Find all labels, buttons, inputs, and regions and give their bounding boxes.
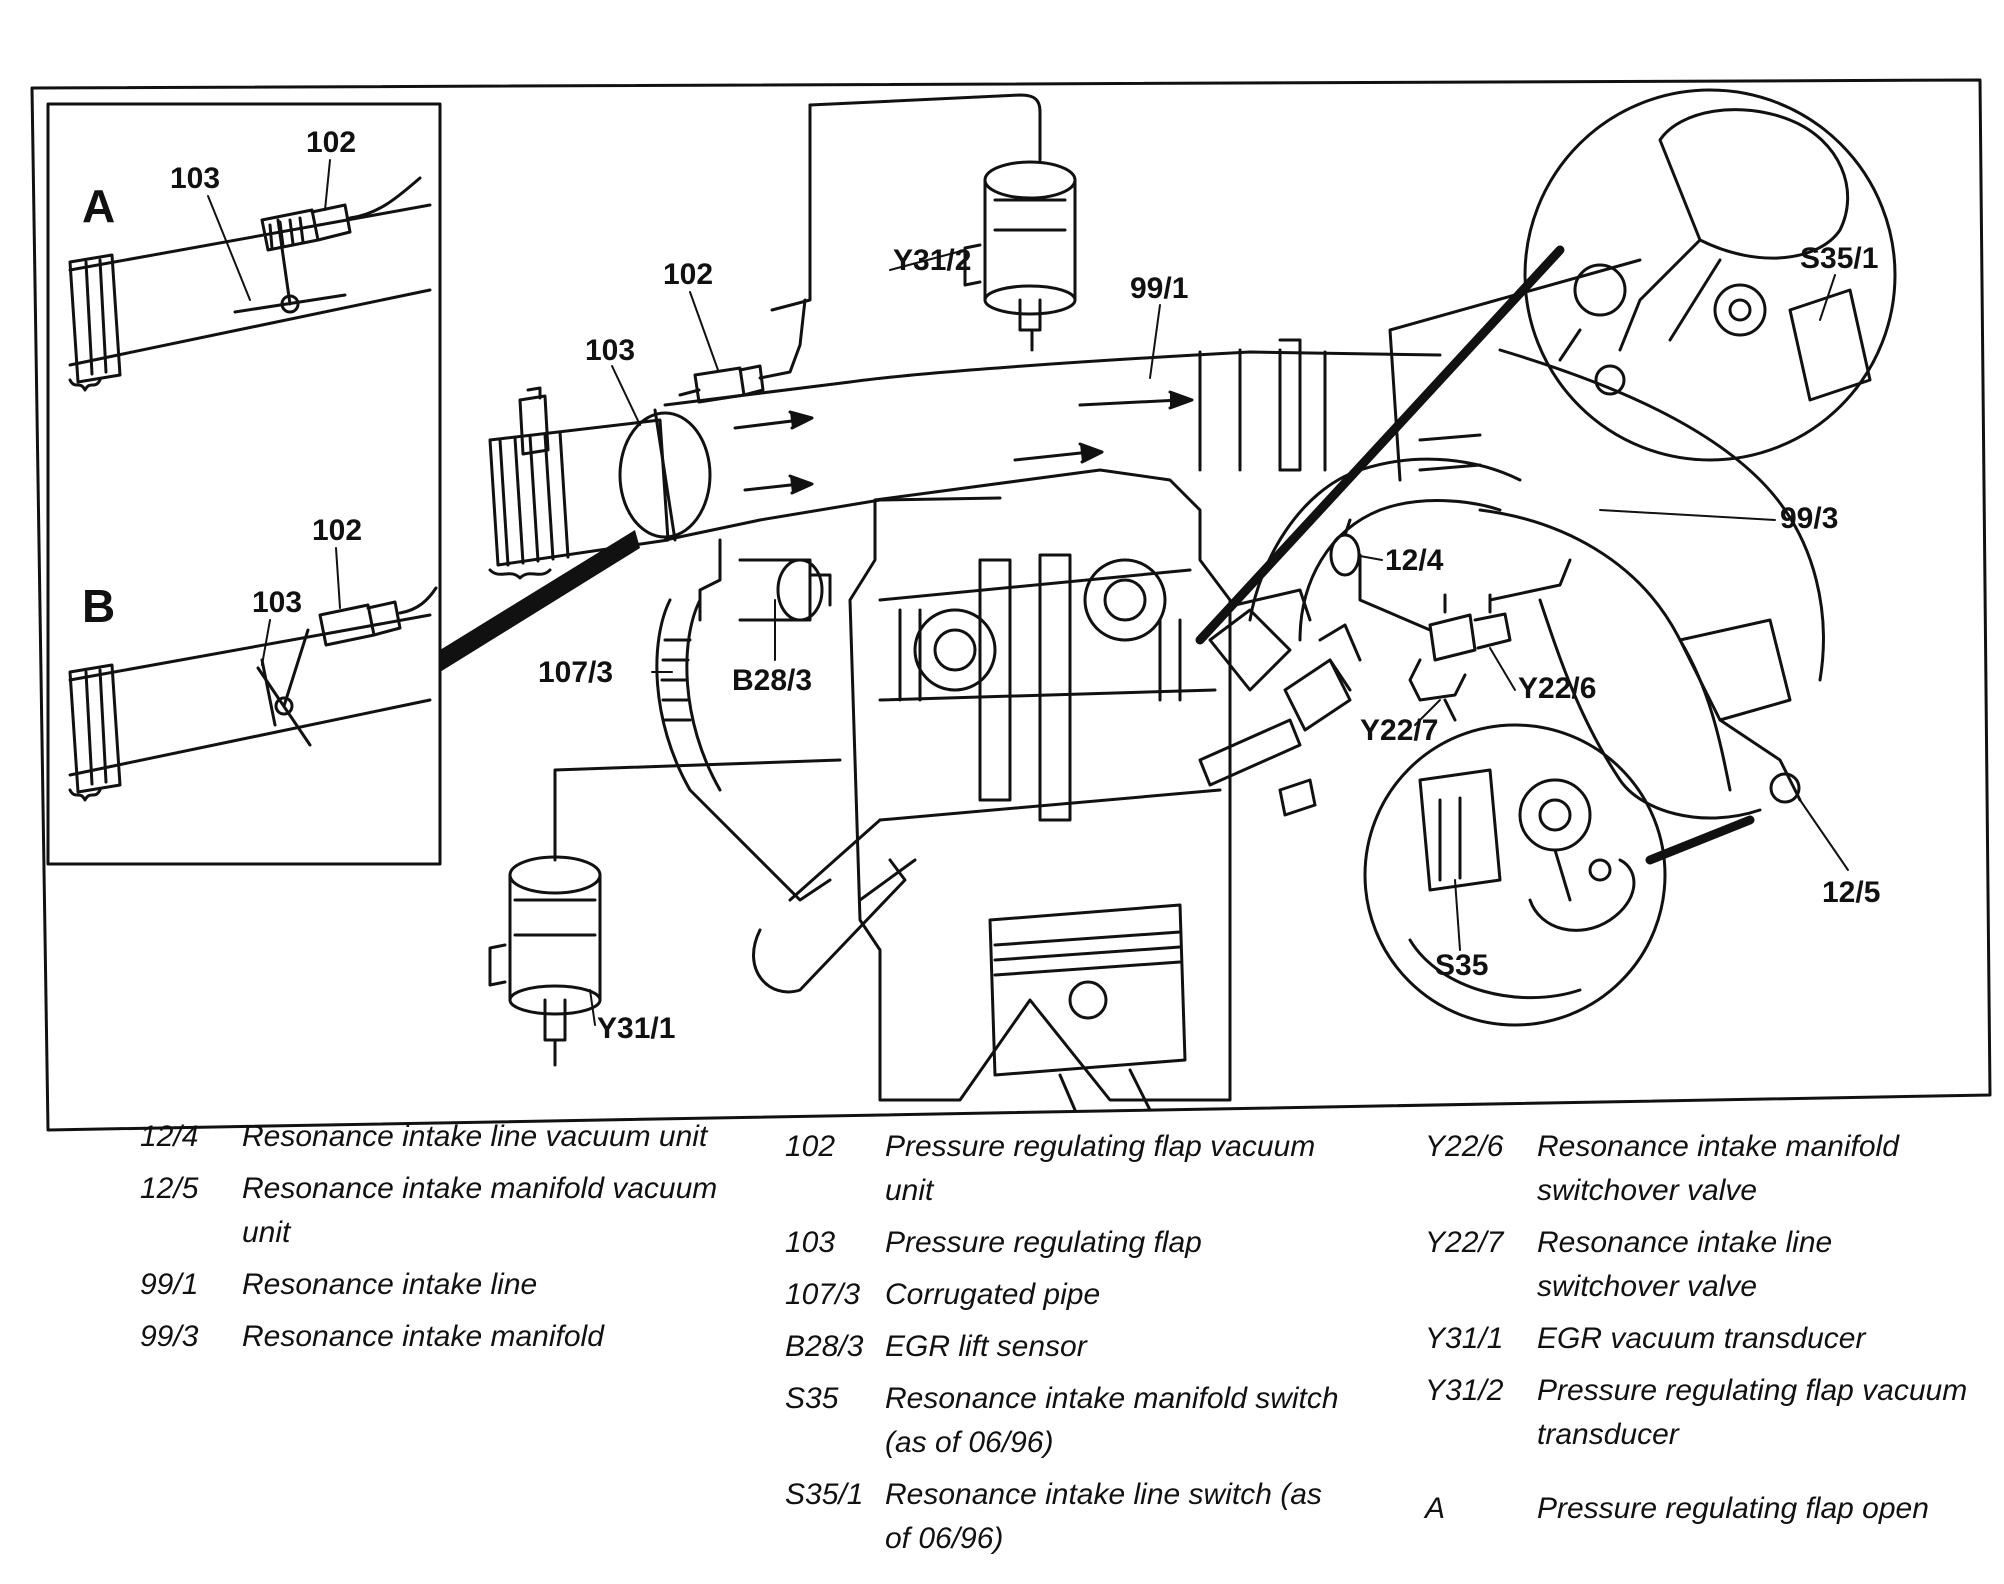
label-12-4: 12/4 [1385,544,1444,577]
label-main-102: 102 [663,258,713,291]
vacuum-unit-12-4 [1329,518,1361,577]
legend-code: B28/3 [785,1330,864,1363]
label-y31-1: Y31/1 [597,1012,675,1045]
legend-column-3: Y22/6 Resonance intake manifold switchov… [1425,1125,1985,1539]
label-s35: S35 [1435,949,1488,982]
inset-pointer [440,530,640,672]
legend-code: Y22/7 [1425,1226,1504,1259]
inlet-hose [488,386,712,580]
intake-system-diagram: A B 103 102 103 102 103 102 Y31/2 99/1 S… [30,78,1992,1132]
legend-row: 99/1 Resonance intake line [140,1263,730,1307]
legend-code: S35/1 [785,1478,864,1511]
legend-row: 107/3 Corrugated pipe [785,1273,1365,1317]
legend-desc: Resonance intake manifold switch (as of … [885,1382,1339,1459]
legend-column-1: 12/4 Resonance intake line vacuum unit 1… [140,1115,730,1367]
zoom-circle-s35-1 [1195,88,1897,645]
legend-desc: Resonance intake manifold switchover val… [1537,1130,1899,1207]
labels: A B 103 102 103 102 103 102 Y31/2 99/1 S… [82,126,1880,1045]
legend-desc: Resonance intake manifold [242,1320,604,1353]
legend-code: Y31/1 [1425,1322,1504,1355]
legend-row: Y22/7 Resonance intake line switchover v… [1425,1221,1985,1309]
label-y22-7: Y22/7 [1360,714,1438,747]
legend-desc: Pressure regulating flap [885,1226,1202,1259]
label-main-103: 103 [585,334,635,367]
legend-column-2: 102 Pressure regulating flap vacuum unit… [785,1125,1365,1569]
leader-lines [207,159,1849,1026]
label-inset-a-103: 103 [170,162,220,195]
label-y31-2: Y31/2 [893,244,971,277]
label-99-1: 99/1 [1130,272,1188,305]
label-b28-3: B28/3 [732,664,812,697]
label-inset-b-103: 103 [252,586,302,619]
legend-code: 107/3 [785,1278,861,1311]
legend-row: S35/1 Resonance intake line switch (as o… [785,1473,1365,1561]
legend-code: 102 [785,1130,836,1163]
legend-code: Y22/6 [1425,1130,1504,1163]
legend-row: Y31/2 Pressure regulating flap vacuum tr… [1425,1369,1985,1457]
legend-desc: Pressure regulating flap vacuum unit [885,1130,1316,1207]
inset-b-pipe [68,586,438,802]
legend-desc: Corrugated pipe [885,1278,1101,1311]
intake-manifold-99-3 [1198,348,1825,820]
legend-desc: Pressure regulating flap open [1537,1492,1929,1525]
legend-desc: EGR lift sensor [885,1330,1087,1363]
label-inset-a-102: 102 [306,126,356,159]
label-y22-6: Y22/6 [1518,672,1596,705]
legend-row: 103 Pressure regulating flap [785,1221,1365,1265]
label-12-5: 12/5 [1822,876,1880,909]
label-inset-b-102: 102 [312,514,362,547]
outer-frame [30,78,1992,1132]
legend-desc: Resonance intake line [242,1268,538,1301]
legend-row: S35 Resonance intake manifold switch (as… [785,1377,1365,1465]
legend-row: 12/5 Resonance intake manifold vacuum un… [140,1167,730,1255]
legend-desc: Resonance intake line switchover valve [1537,1226,1833,1303]
legend-code: 12/4 [140,1120,199,1153]
legend-code: A [1425,1492,1446,1525]
legend-code: S35 [785,1382,839,1415]
legend-desc: Resonance intake line vacuum unit [242,1120,708,1153]
legend-desc: Pressure regulating flap vacuum transduc… [1537,1374,1968,1451]
inset-a-pipe [68,176,432,392]
switchover-valves [1358,553,1572,722]
vacuum-line-y31-2 [758,298,807,380]
legend-code: 99/1 [140,1268,199,1301]
inset-panel [46,102,442,866]
legend-row: Y31/1 EGR vacuum transducer [1425,1317,1985,1361]
legend-desc: Resonance intake line switch (as of 06/9… [885,1478,1322,1555]
inset-label-a: A [82,180,115,232]
legend-row: 102 Pressure regulating flap vacuum unit [785,1125,1365,1213]
legend-code: 103 [785,1226,836,1259]
legend-row: 12/4 Resonance intake line vacuum unit [140,1115,730,1159]
legend-row: B28/3 EGR lift sensor [785,1325,1365,1369]
label-107-3: 107/3 [538,656,613,689]
inset-label-b: B [82,580,115,632]
legend-row: A Pressure regulating flap open [1425,1487,1985,1531]
zoom-circle-s35 [1363,723,1755,1027]
legend-code: 12/5 [140,1172,199,1205]
legend-row: 99/3 Resonance intake manifold [140,1315,730,1359]
legend-row: Y22/6 Resonance intake manifold switchov… [1425,1125,1985,1213]
engine-block [848,468,1232,1112]
legend-desc: EGR vacuum transducer [1537,1322,1866,1355]
legend-code: 99/3 [140,1320,199,1353]
legend-desc: Resonance intake manifold vacuum unit [242,1172,718,1249]
label-s35-1: S35/1 [1800,242,1878,275]
label-99-3: 99/3 [1780,502,1838,535]
intake-line-99-1 [663,338,1442,542]
y31-1-transducer [488,758,842,1067]
legend-code: Y31/2 [1425,1374,1504,1407]
y31-2-transducer [770,93,1077,352]
